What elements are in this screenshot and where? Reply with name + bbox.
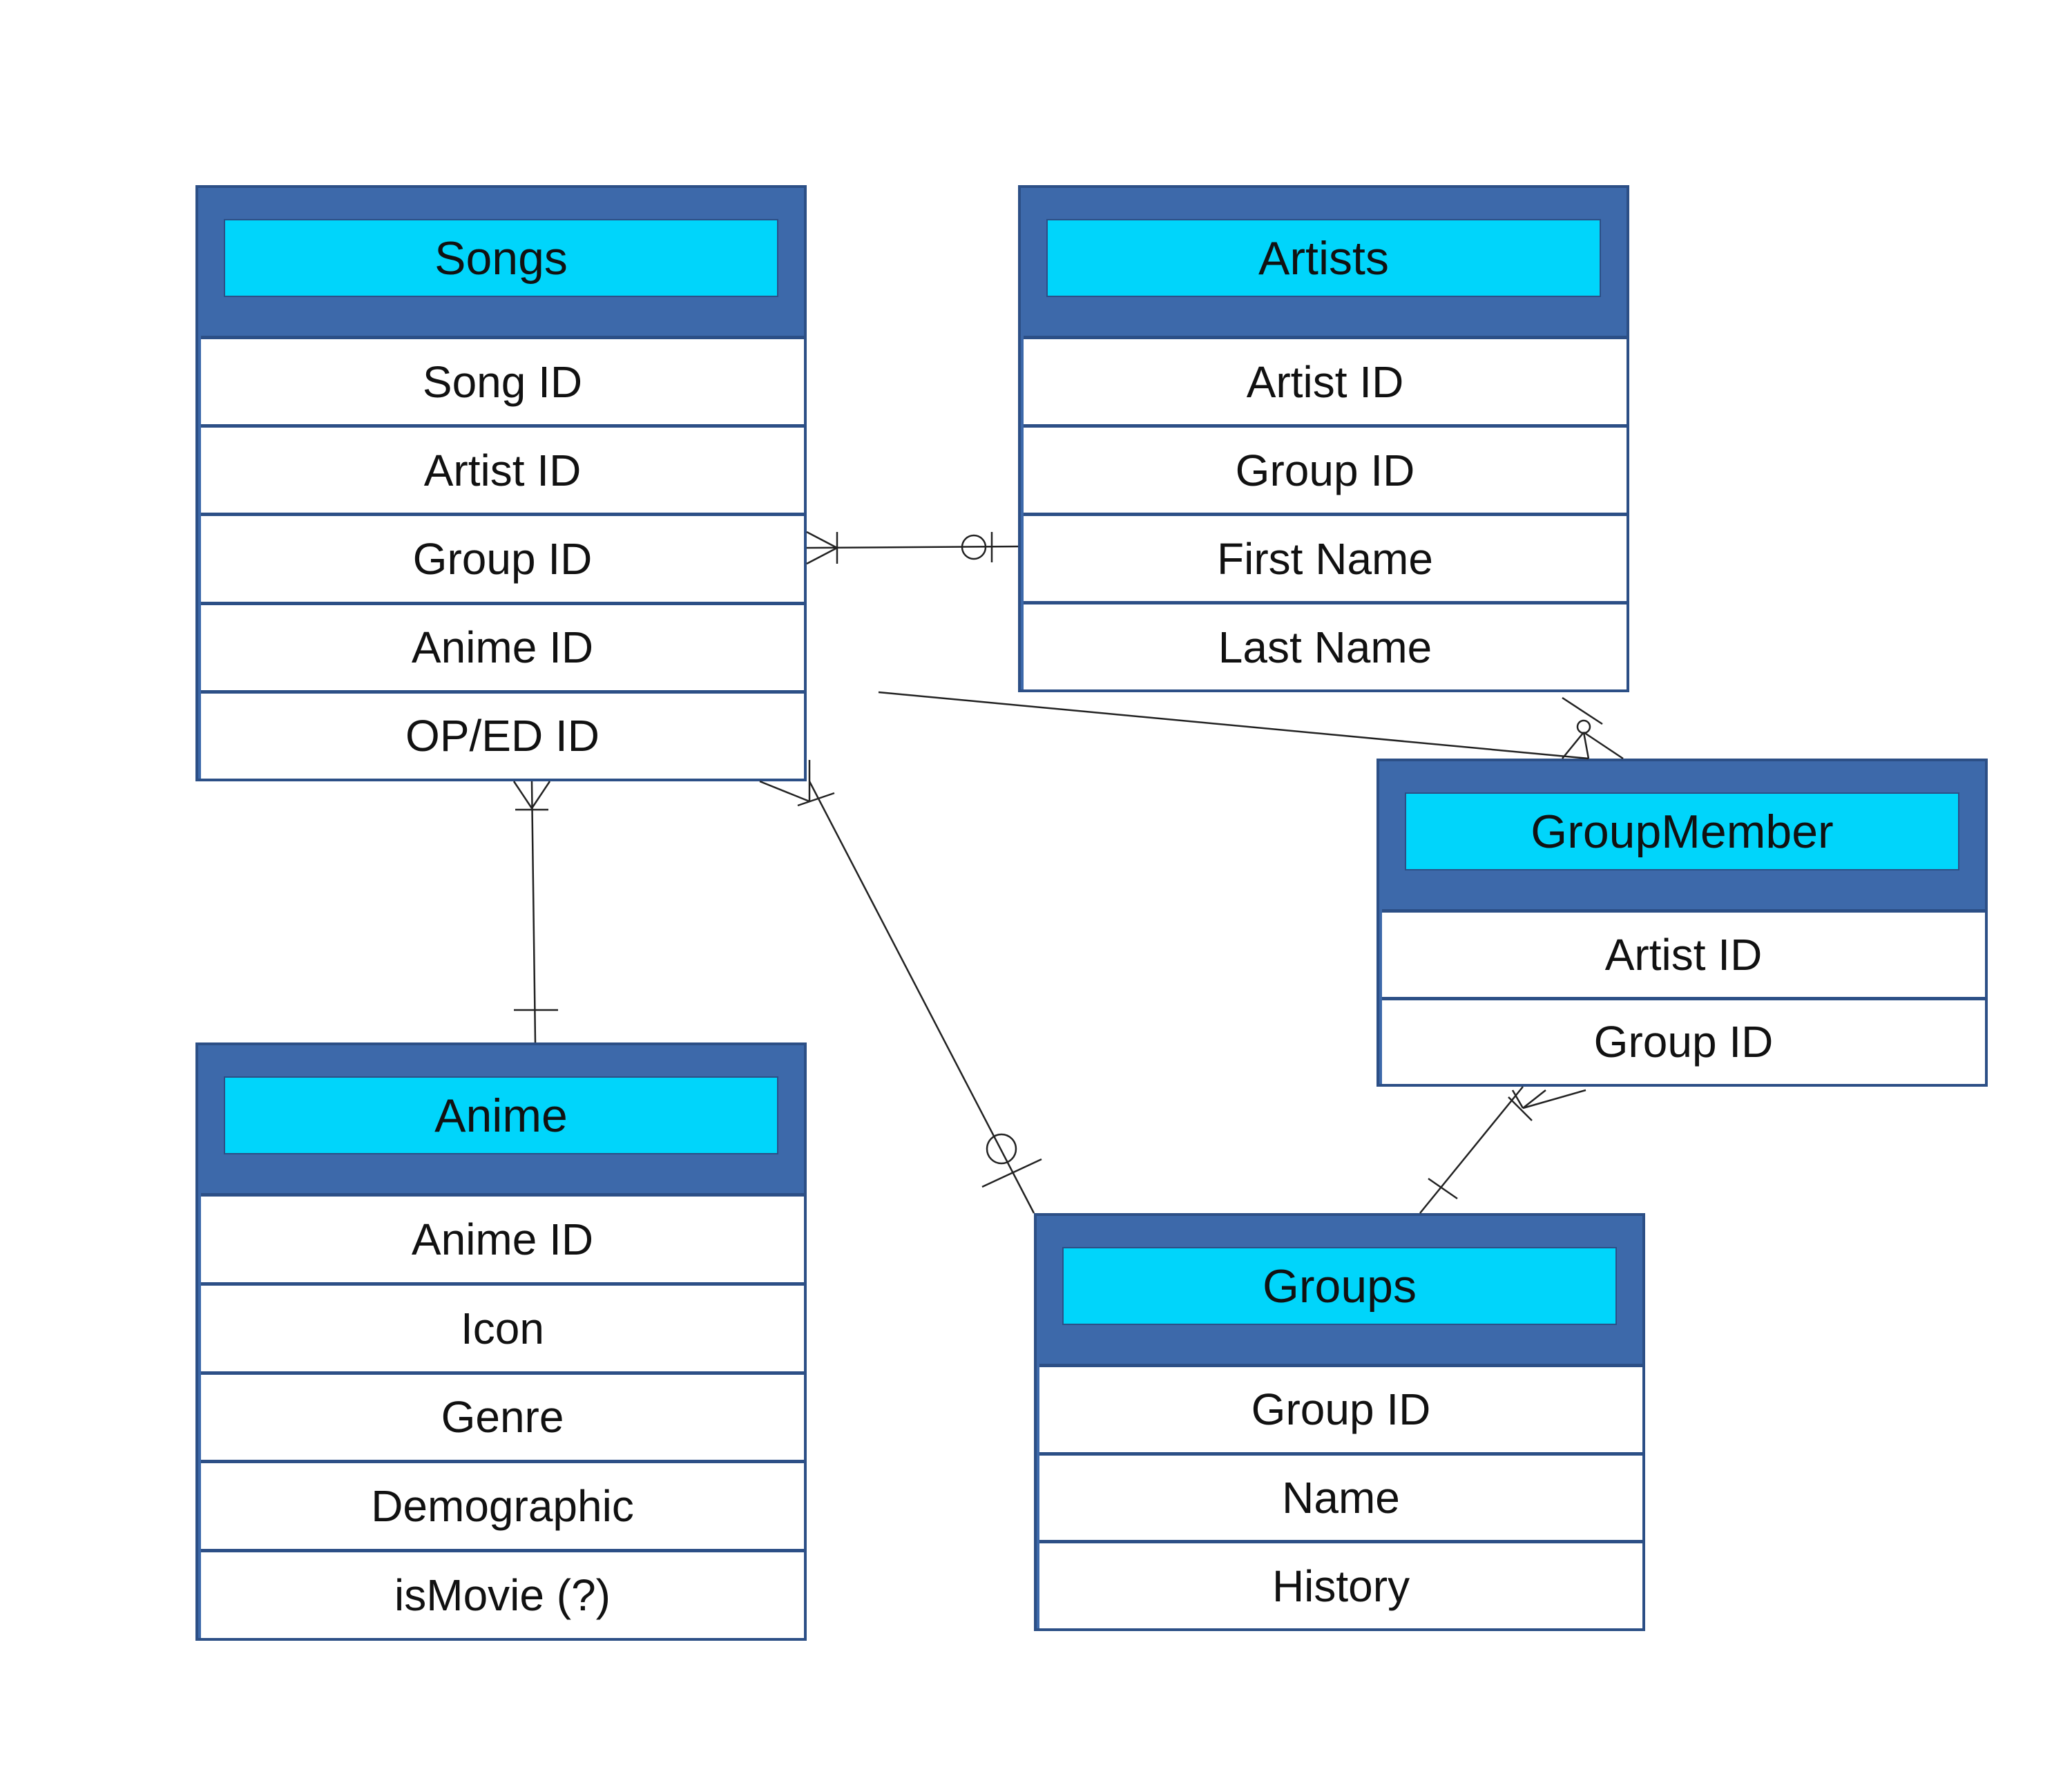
entity-title: GroupMember — [1405, 792, 1959, 870]
entity-anime: Anime Anime ID Icon Genre Demographic is… — [195, 1042, 807, 1641]
relation-artists-groupmember — [878, 691, 1624, 760]
field-artist-id: Artist ID — [201, 424, 804, 513]
entity-songs: Songs Song ID Artist ID Group ID Anime I… — [195, 185, 807, 781]
field-first-name: First Name — [1024, 513, 1627, 601]
entity-title: Artists — [1046, 219, 1601, 297]
field-oped-id: OP/ED ID — [201, 689, 804, 779]
field-last-name: Last Name — [1024, 601, 1627, 689]
field-artist-id: Artist ID — [1024, 336, 1627, 424]
field-group-id: Group ID — [1024, 424, 1627, 513]
field-group-id: Group ID — [1382, 996, 1985, 1084]
field-anime-id: Anime ID — [201, 601, 804, 690]
relation-songs-artists — [806, 531, 1019, 565]
entity-groupmember: GroupMember Artist ID Group ID — [1376, 759, 1988, 1087]
entity-title: Groups — [1062, 1247, 1617, 1325]
field-name: Name — [1039, 1451, 1642, 1541]
relation-songs-anime — [512, 781, 558, 1043]
field-anime-id: Anime ID — [201, 1193, 804, 1282]
entity-title: Anime — [224, 1076, 778, 1154]
entity-groups: Groups Group ID Name History — [1034, 1213, 1645, 1631]
field-demographic: Demographic — [201, 1460, 804, 1550]
field-ismovie: isMovie (?) — [201, 1549, 804, 1638]
field-group-id: Group ID — [1039, 1364, 1642, 1452]
field-group-id: Group ID — [201, 513, 804, 602]
field-history: History — [1039, 1540, 1642, 1629]
field-song-id: Song ID — [201, 336, 804, 425]
field-genre: Genre — [201, 1371, 804, 1460]
field-icon: Icon — [201, 1282, 804, 1371]
relation-groupmember-groups — [1419, 1086, 1586, 1214]
entity-artists: Artists Artist ID Group ID First Name La… — [1018, 185, 1629, 692]
entity-title: Songs — [224, 219, 778, 297]
field-artist-id: Artist ID — [1382, 909, 1985, 997]
